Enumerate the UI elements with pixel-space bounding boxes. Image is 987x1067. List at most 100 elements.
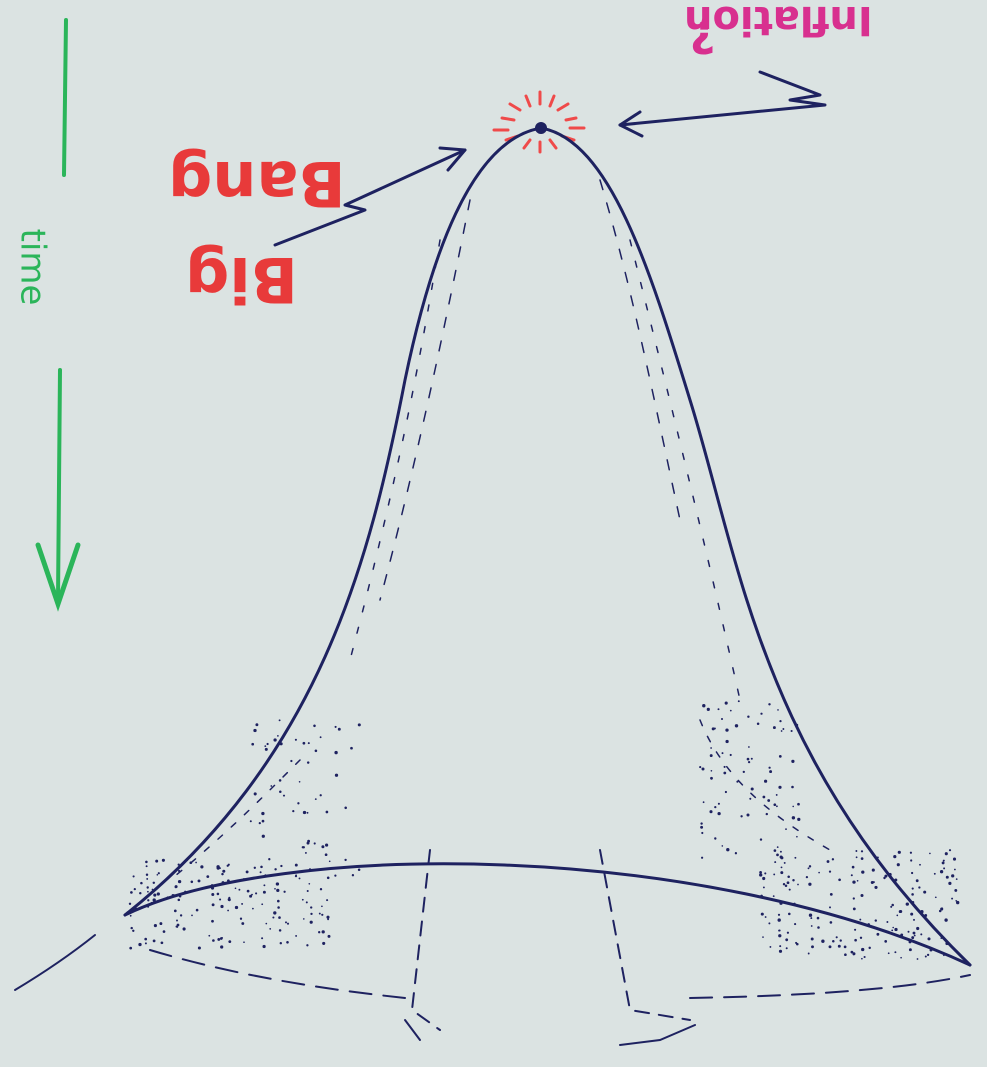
stipple-dot [138, 942, 142, 947]
stipple-dot [711, 727, 715, 731]
stipple-dot [717, 708, 720, 711]
stipple-dot [185, 858, 189, 862]
stipple-dot [835, 936, 838, 939]
stipple-dot [786, 881, 790, 885]
stipple-dot [929, 948, 933, 952]
stipple-dot [147, 899, 150, 902]
stipple-dot [228, 940, 232, 944]
stipple-dot [837, 944, 841, 948]
stipple-dot [700, 825, 704, 829]
stipple-dot [357, 723, 361, 727]
stipple-dot [238, 888, 241, 891]
stipple-dot [702, 801, 705, 804]
stipple-dot [910, 859, 913, 862]
stipple-dot [724, 790, 727, 794]
stipple-dot [782, 728, 785, 730]
stipple-dot [177, 879, 182, 884]
stipple-dot [334, 773, 339, 777]
stipple-dot [710, 747, 712, 749]
stipple-dot [717, 802, 720, 805]
stipple-dot [750, 757, 753, 760]
stipple-dot [883, 876, 886, 880]
stipple-dot [768, 766, 771, 769]
stipple-dot [195, 861, 197, 864]
stipple-dot [228, 896, 231, 899]
stipple-dot [952, 947, 955, 950]
stipple-dot [321, 845, 325, 849]
stipple-dot [216, 865, 220, 869]
stipple-dot [805, 875, 809, 879]
stipple-dot [277, 899, 280, 903]
stipple-dot [178, 894, 182, 898]
stipple-dot [818, 871, 820, 874]
stipple-dot [144, 937, 148, 941]
stipple-dot [197, 879, 201, 883]
stipple-dot [900, 933, 904, 937]
stipple-dot [314, 749, 318, 753]
stipple-dot [810, 917, 813, 920]
stipple-dot [778, 755, 782, 758]
stipple-dot [219, 898, 222, 901]
stipple-dot [227, 879, 230, 883]
time-arrow-icon [35, 18, 81, 612]
big-label: Big [185, 243, 298, 316]
stipple-dot [217, 937, 221, 941]
stipple-dot [306, 761, 310, 764]
stipple-dot [884, 874, 888, 878]
stipple-dot [268, 858, 271, 861]
stipple-dot [139, 891, 142, 895]
stipple-dot [779, 850, 782, 853]
stipple-dot [357, 868, 361, 871]
stipple-dot [270, 785, 273, 787]
stipple-dot [152, 881, 156, 885]
stipple-dot [850, 950, 854, 954]
stipple-dot [709, 810, 713, 814]
stipple-dot [746, 813, 750, 817]
stipple-dot [701, 831, 704, 835]
stipple-dot [277, 735, 279, 737]
stipple-dot [856, 879, 859, 882]
stipple-dot [322, 941, 326, 945]
stipple-dot [723, 765, 726, 768]
stipple-dot [145, 860, 148, 864]
stipple-dot [702, 704, 706, 708]
stipple-dot [261, 937, 264, 940]
stipple-dot [792, 805, 794, 808]
stipple-dot [720, 717, 724, 721]
stipple-dot [756, 722, 760, 725]
stipple-dot [854, 928, 857, 931]
stipple-dot [786, 931, 790, 934]
stipple-dot [911, 936, 915, 940]
stipple-dot [286, 922, 290, 925]
stipple-dot [178, 869, 181, 873]
stipple-dot [951, 897, 954, 900]
stipple-dot [147, 890, 149, 893]
stipple-dot [859, 918, 862, 921]
stipple-dot [260, 865, 263, 869]
stipple-dot [749, 797, 752, 800]
stipple-dot [255, 892, 258, 895]
stipple-dot [272, 916, 275, 919]
stipple-dot [855, 856, 858, 859]
stipple-dot [314, 798, 317, 800]
stipple-dot [859, 936, 863, 939]
stipple-dot [852, 953, 855, 956]
stipple-dot [152, 898, 156, 902]
stipple-dot [175, 925, 178, 928]
stipple-dot [797, 802, 800, 806]
stipple-dot [174, 885, 177, 889]
stipple-dot [221, 881, 225, 885]
stipple-dot [252, 907, 254, 910]
stipple-dot [890, 905, 893, 908]
stipple-dot [807, 952, 810, 955]
stipple-dot [211, 903, 215, 907]
stipple-dot [228, 898, 231, 902]
stipple-dot [132, 929, 135, 932]
stipple-dot [876, 932, 880, 936]
stipple-dot [326, 876, 330, 880]
stipple-dot [278, 779, 282, 782]
stipple-dot [301, 846, 304, 849]
stipple-dot [874, 885, 878, 889]
stipple-dot [210, 884, 214, 888]
stipple-dot [325, 843, 329, 847]
